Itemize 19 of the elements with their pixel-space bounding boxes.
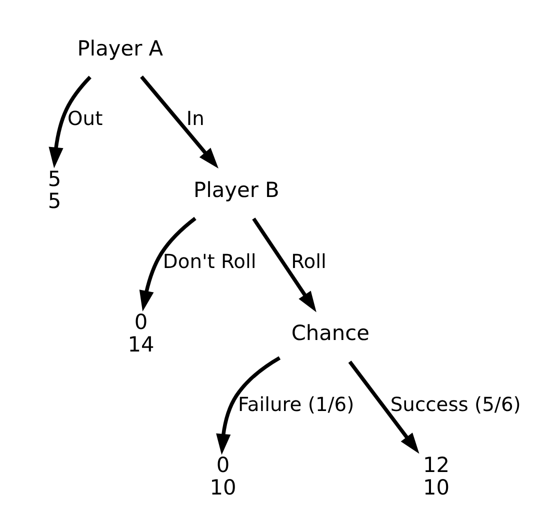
edge-label: Don't Roll xyxy=(162,250,256,273)
edge-label: Roll xyxy=(291,250,326,273)
edge-label: In xyxy=(186,106,204,130)
node-text: Player B xyxy=(194,177,280,202)
node-text: 0 10 xyxy=(210,452,236,499)
arrow xyxy=(48,75,92,168)
edge-label: Out xyxy=(68,106,103,130)
node-text: 0 14 xyxy=(128,309,154,356)
arrow xyxy=(216,356,281,454)
arrow xyxy=(348,360,420,454)
node-text: Player A xyxy=(77,36,164,60)
arrow xyxy=(139,216,196,312)
node-text: 5 5 xyxy=(48,166,62,213)
arrow xyxy=(252,217,316,312)
node-text: 12 10 xyxy=(422,452,450,499)
edge-label: Success (5/6) xyxy=(390,392,521,416)
node-text: Chance xyxy=(291,320,370,345)
edge-label: Failure (1/6) xyxy=(238,392,354,416)
arrow xyxy=(140,75,218,168)
